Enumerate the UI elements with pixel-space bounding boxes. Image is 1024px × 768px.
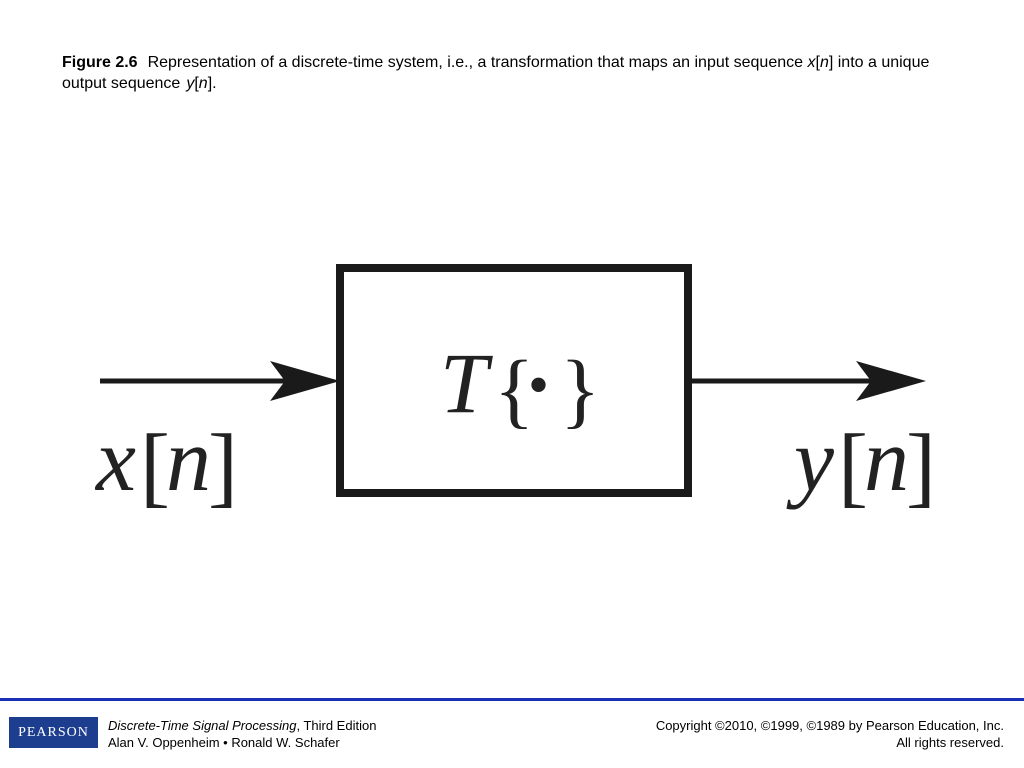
footer-edition: , Third Edition (296, 718, 377, 733)
footer-authors: Alan V. Oppenheim • Ronald W. Schafer (108, 735, 340, 750)
footer-rights: All rights reserved. (896, 735, 1004, 750)
figure-label: Figure 2.6 (62, 54, 138, 71)
figure-caption: Figure 2.6 Representation of a discrete-t… (62, 54, 930, 92)
footer-copyright: Copyright ©2010, ©1999, ©1989 by Pearson… (655, 718, 1004, 733)
input-label-bracket-open: [ (140, 417, 170, 516)
caption-text-middle: into a unique output sequence (62, 54, 930, 92)
operator-dot: • (528, 352, 549, 418)
input-label-var: x (94, 411, 136, 510)
output-label-var: y (786, 411, 834, 510)
footer-divider (0, 698, 1024, 701)
caption-text-before: Representation of a discrete-time system… (147, 54, 804, 71)
footer-copyright-block: Copyright ©2010, ©1999, ©1989 by Pearson… (656, 717, 1004, 751)
input-label-index: n (166, 411, 211, 510)
operator-brace-close: } (560, 344, 600, 437)
output-label-index: n (864, 411, 909, 510)
input-arrow-head (270, 361, 340, 401)
caption-input-var: x (807, 54, 816, 71)
caption-output-var: y (186, 75, 195, 92)
operator-brace-open: { (494, 344, 534, 437)
caption-index-var: n (819, 54, 829, 71)
pearson-logo: PEARSON (9, 717, 98, 748)
input-label-bracket-close: ] (208, 417, 238, 516)
output-label-bracket-open: [ (838, 417, 868, 516)
output-label-bracket-close: ] (906, 417, 936, 516)
footer-book-info: Discrete-Time Signal Processing, Third E… (108, 717, 376, 751)
footer-book-title: Discrete-Time Signal Processing (108, 718, 297, 733)
caption-index-var-2: n (198, 75, 208, 92)
system-block-diagram: T { • } x [ n ] y [ n ] (94, 264, 936, 516)
caption-text-end: . (212, 75, 217, 92)
operator-symbol: T (440, 335, 493, 431)
output-arrow-head (856, 361, 926, 401)
